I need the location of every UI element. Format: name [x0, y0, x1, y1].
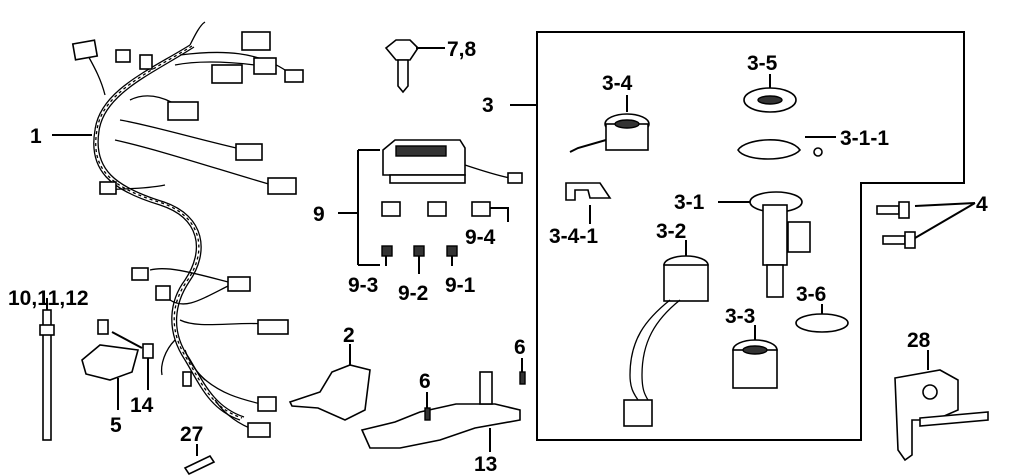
bracket	[288, 364, 371, 421]
callout-3-2: 3-2	[656, 220, 686, 243]
callout-9-2: 9-2	[398, 282, 428, 305]
mounting-plate	[360, 371, 526, 449]
callout-4: 4	[976, 193, 988, 216]
callout-27: 27	[180, 423, 203, 446]
callout-9-3: 9-3	[348, 274, 378, 297]
callout-3-4: 3-4	[602, 72, 633, 95]
callout-5: 5	[110, 414, 122, 437]
leader-lines	[46, 47, 976, 456]
callout-3-3: 3-3	[725, 305, 755, 328]
callout-2: 2	[343, 324, 355, 347]
ignition-key	[384, 39, 420, 94]
callout-3: 3	[482, 94, 494, 117]
callout-28: 28	[907, 329, 931, 352]
pin	[183, 454, 216, 476]
relay-box	[382, 139, 523, 184]
callout-3-5: 3-5	[747, 52, 778, 75]
callout-14: 14	[130, 394, 154, 417]
wire-harness	[71, 21, 304, 438]
clamp	[81, 319, 154, 381]
callout-13: 13	[474, 453, 497, 476]
callout-6-right: 6	[514, 336, 526, 359]
callout-9-4: 9-4	[465, 226, 496, 249]
mounting-bracket	[894, 369, 989, 462]
callout-9: 9	[313, 203, 325, 226]
cable-tie	[39, 309, 55, 441]
group-3-frame	[536, 31, 965, 441]
callout-7-8: 7,8	[447, 38, 477, 61]
callout-3-6: 3-6	[796, 283, 826, 306]
relay	[381, 201, 491, 257]
callout-3-4-1: 3-4-1	[549, 225, 598, 248]
callout-10-11-12: 10,11,12	[8, 287, 89, 310]
callout-9-1: 9-1	[445, 274, 476, 297]
callout-6-left: 6	[419, 370, 431, 393]
ignition-switch	[565, 87, 849, 427]
bolt	[876, 201, 916, 249]
callout-3-1-1: 3-1-1	[840, 127, 889, 150]
callout-3-1: 3-1	[674, 191, 705, 214]
callout-1: 1	[30, 125, 42, 148]
